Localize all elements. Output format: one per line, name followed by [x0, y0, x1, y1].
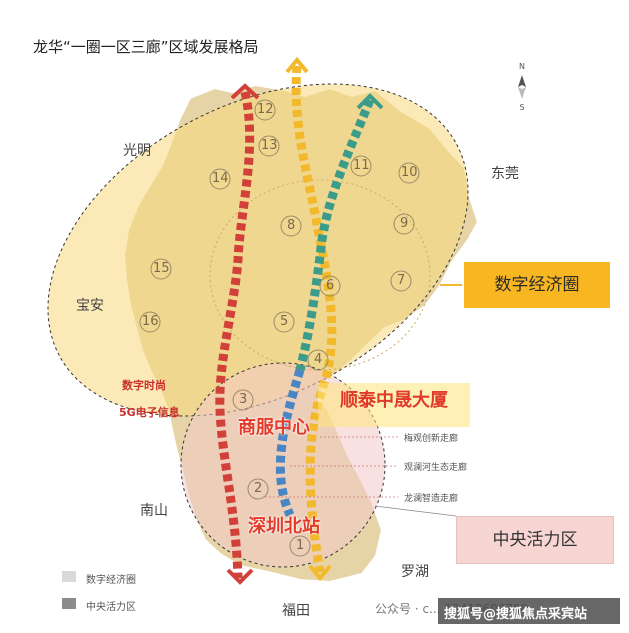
compass-south-label: S	[519, 103, 525, 112]
meiguan-corridor-label: 梅观创新走廊	[404, 434, 459, 444]
zone-number-16: 16	[142, 314, 159, 329]
teal-corridor	[295, 98, 375, 372]
blue-corridor	[275, 368, 305, 517]
central-box-pointer	[374, 505, 457, 517]
shenzhen-north-station-label: 深圳北站	[248, 516, 320, 537]
digital-economy-circle-fill	[47, 84, 469, 416]
digital-fashion-label: 数字时尚	[122, 379, 166, 392]
electronic-info-label: 5G电子信息	[119, 406, 180, 419]
region-baoan: 宝安	[76, 298, 104, 314]
sohu-watermark-bar	[438, 598, 620, 624]
zone-number-3: 3	[239, 392, 248, 407]
central-zone-circle-outline	[180, 362, 386, 568]
digital-economy-circle-outline	[47, 83, 469, 417]
zone-number-9: 9	[400, 216, 409, 231]
zone-number-circles	[139, 99, 420, 557]
region-nanshan: 南山	[140, 503, 168, 519]
legend-digital-label: 数字经济圈	[86, 575, 136, 586]
central-vitality-zone-box: 中央活力区	[456, 516, 614, 564]
zone-number-14: 14	[212, 171, 229, 186]
digital-economy-circle-box: 数字经济圈	[464, 262, 610, 308]
zone-number-8: 8	[287, 218, 296, 233]
shuntai-building-label: 顺泰中晟大厦	[340, 390, 448, 411]
legend-central-label: 中央活力区	[86, 602, 136, 613]
zone-number-2: 2	[254, 481, 263, 496]
sohu-watermark-text: 搜狐号@搜狐焦点采宾站	[444, 607, 588, 622]
teal-arrow-top	[356, 93, 384, 110]
map-title: 龙华“一圈一区三廊”区域发展格局	[33, 38, 259, 56]
business-center-label: 商服中心	[238, 417, 310, 438]
region-dongguan: 东莞	[491, 166, 519, 182]
zone-number-7: 7	[397, 273, 406, 288]
red-arrow-top	[230, 83, 260, 100]
region-futian: 福田	[282, 603, 310, 619]
yellow-corridor	[291, 65, 337, 573]
corridor-leader-lines	[265, 436, 398, 498]
zone-number-10: 10	[401, 165, 418, 180]
legend-digital-swatch	[62, 571, 76, 582]
zone-number-11: 11	[353, 158, 370, 173]
zone-number-4: 4	[314, 352, 323, 367]
compass-icon	[518, 75, 526, 99]
legend-central-swatch	[62, 598, 76, 609]
zone-number-15: 15	[153, 261, 170, 276]
yellow-arrow-bottom	[308, 564, 332, 582]
zone-number-6: 6	[326, 278, 335, 293]
region-guangming: 光明	[123, 143, 151, 159]
yellow-arrow-top	[285, 56, 309, 74]
compass-north-label: N	[519, 62, 525, 71]
longlan-corridor-label: 龙澜智造走廊	[404, 494, 459, 504]
zone-number-5: 5	[280, 314, 289, 329]
red-corridor	[215, 91, 255, 579]
zone-number-1: 1	[296, 538, 305, 553]
shuntai-highlight	[318, 383, 470, 427]
guanlan-corridor-label: 观澜河生态走廊	[404, 463, 468, 473]
red-arrow-bottom	[226, 568, 254, 585]
zone-number-12: 12	[257, 102, 274, 117]
region-luohu: 罗湖	[401, 564, 429, 580]
zone-number-13: 13	[261, 138, 278, 153]
